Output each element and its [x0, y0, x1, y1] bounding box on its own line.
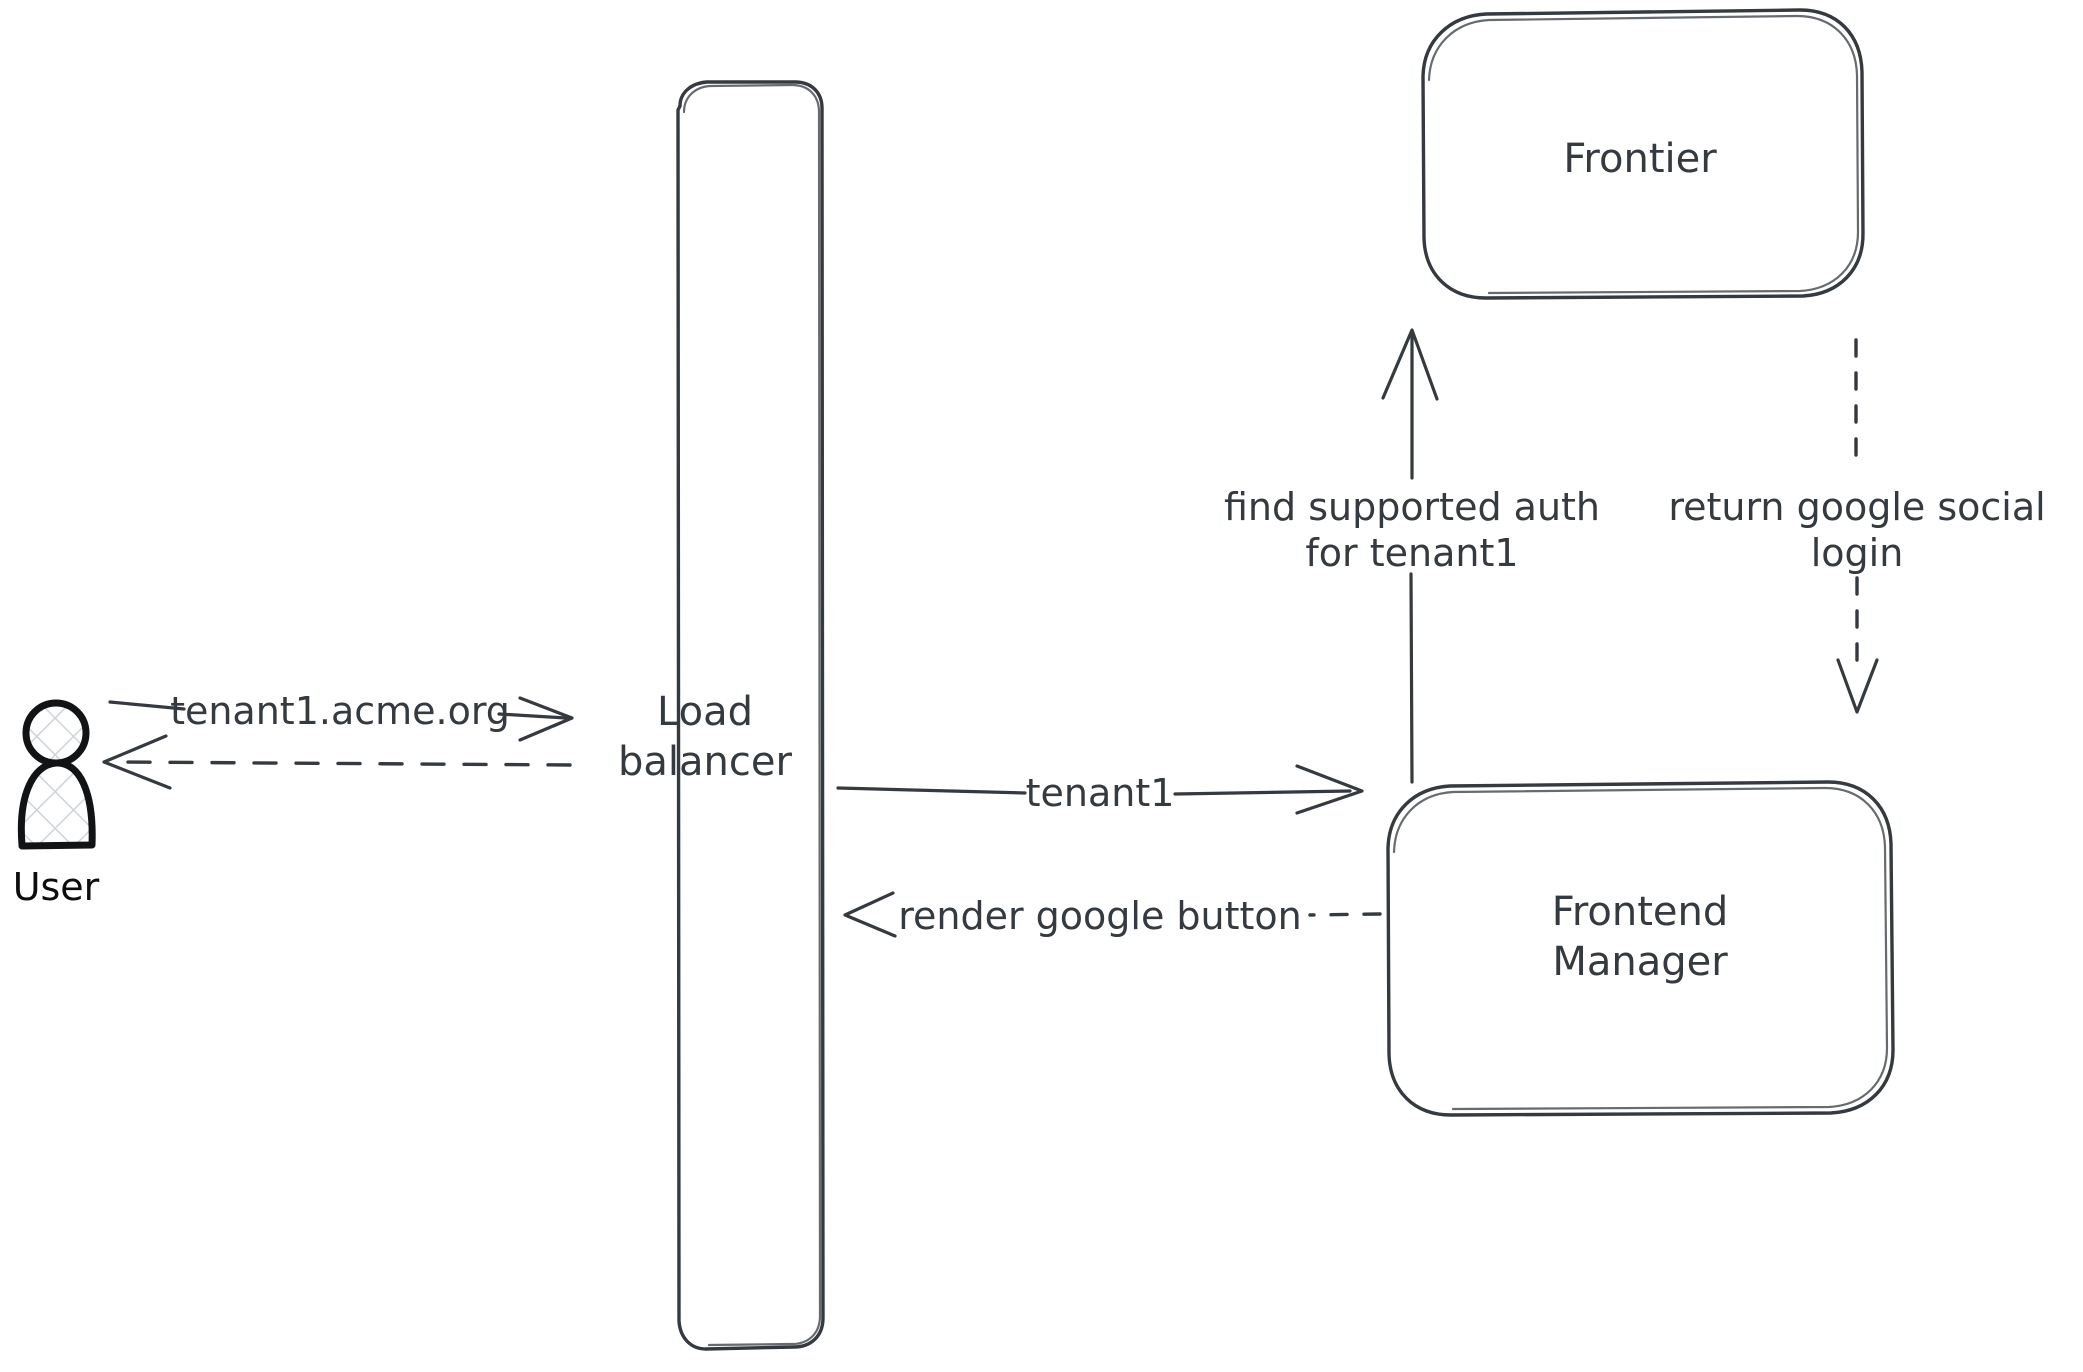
edge-label-fm-to-frontier-line1: find supported auth [1224, 485, 1600, 529]
edge-label-lb-to-fm: tenant1 [1026, 771, 1175, 815]
user-head-icon [22, 699, 90, 767]
edge-label-fm-to-frontier-line2: for tenant1 [1305, 531, 1518, 575]
actor-label-user: User [13, 865, 100, 909]
edge-fm-to-lb[interactable]: render google button [843, 891, 1382, 938]
node-label-load-balancer-line1: Load [657, 689, 753, 735]
node-frontend-manager[interactable]: Frontend Manager [1386, 780, 1895, 1117]
edge-user-to-lb[interactable]: tenant1.acme.org [108, 689, 574, 742]
edge-frontier-to-fm[interactable]: return google social login [1668, 338, 2046, 714]
node-label-frontier: Frontier [1563, 136, 1717, 182]
edge-label-frontier-to-fm-line2: login [1811, 531, 1904, 575]
node-label-frontend-manager-line2: Manager [1552, 939, 1728, 985]
edge-lb-to-fm[interactable]: tenant1 [836, 764, 1364, 815]
edge-label-fm-to-lb: render google button [898, 894, 1302, 938]
edge-label-frontier-to-fm-line1: return google social [1668, 485, 2045, 529]
actor-user[interactable]: User [13, 699, 100, 909]
user-body-icon [17, 759, 96, 850]
edge-fm-to-frontier[interactable]: find supported auth for tenant1 [1224, 328, 1600, 784]
node-label-frontend-manager-line1: Frontend [1552, 889, 1729, 935]
edge-label-user-to-lb: tenant1.acme.org [170, 689, 510, 733]
node-label-load-balancer-line2: balancer [618, 739, 792, 785]
node-load-balancer[interactable]: Load balancer [618, 80, 825, 1351]
edge-lb-to-user[interactable] [102, 734, 572, 790]
node-frontier[interactable]: Frontier [1421, 8, 1865, 300]
